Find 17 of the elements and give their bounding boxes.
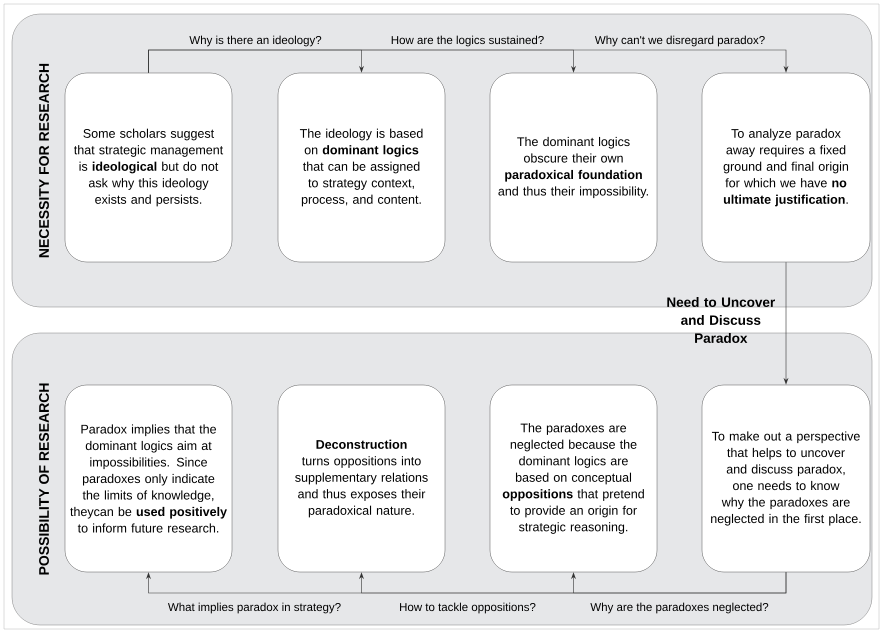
edge-label: How are the logics sustained? [390, 34, 546, 48]
arrow [570, 572, 786, 594]
text-box: To analyze paradox away requires a fixed ground and final origin for which we have no ultimate justification. [702, 72, 870, 262]
edge-label: How to tackle oppositions? [398, 602, 537, 614]
text-box: Deconstruction turns oppositions into supplementary relations and thus exposes their paradoxical nature. [278, 384, 446, 572]
edge-label: What implies paradox in strategy? [166, 602, 342, 614]
text-box: Some scholars suggest that strategic management is ideological but do not ask why this ideology exists and persists. [64, 72, 232, 262]
edge-label: Need to Uncover and Discuss Paradox [667, 297, 775, 343]
arrow [148, 50, 789, 74]
edge-label: Why can't we disregard paradox? [594, 34, 766, 48]
edge-label: Why is there an ideology? [188, 34, 323, 48]
text-box: The dominant logics obscure their own paradoxical foundation and thus their impossibility. [490, 72, 658, 262]
text-box: To make out a perspective that helps to uncover and discuss paradox, one needs to know why the paradoxes are neglected in the first place. [702, 384, 870, 572]
text-box: Paradox implies that the dominant logics aim at impossibilities. Since paradoxes only indicate the limits of knowledge, theycan be used positively to inform future research. [64, 384, 232, 572]
text-box: The ideology is based on dominant logics that can be assigned to strategy context, process, and content. [278, 72, 446, 262]
edge-label: Why are the paradoxes neglected? [589, 602, 770, 614]
text-box: The paradoxes are neglected because the dominant logics are based on conceptual oppositions that pretend to provide an origin for strategic reasoning. [490, 384, 658, 572]
